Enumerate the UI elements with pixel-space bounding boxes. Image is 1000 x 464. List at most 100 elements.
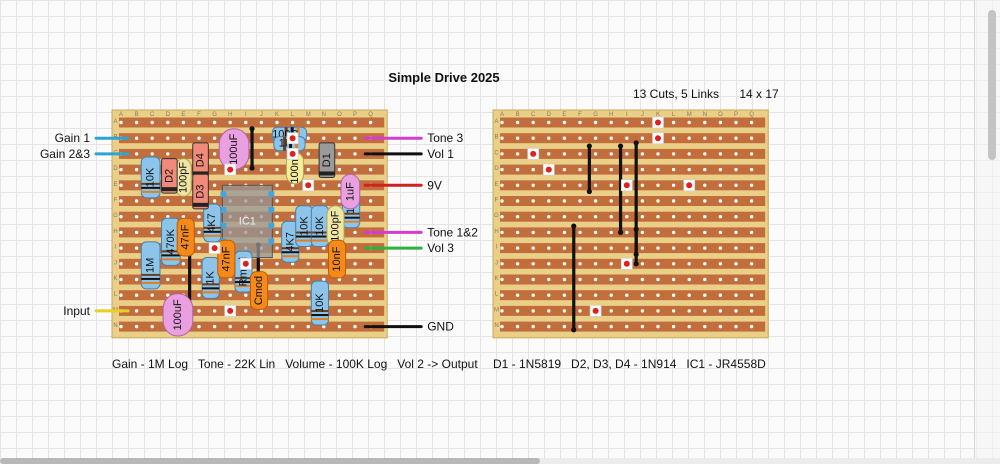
resistor-band <box>234 281 253 284</box>
resistor-label: 10K <box>145 167 157 187</box>
strip-hole <box>593 120 598 125</box>
row-label-l: L <box>495 292 499 298</box>
resistor-band <box>202 283 220 286</box>
box-capacitor-label: 47nF <box>220 246 232 271</box>
strip-hole <box>640 120 645 125</box>
row-label-i: I <box>115 245 117 251</box>
strip-hole <box>609 120 613 125</box>
strip-hole <box>212 152 217 156</box>
strip-hole <box>640 167 645 172</box>
column-label-n: N <box>322 112 326 118</box>
strip-hole <box>290 215 295 219</box>
strip-hole <box>749 120 754 125</box>
strip-hole <box>197 293 201 297</box>
strip-hole <box>562 262 567 266</box>
strip-hole <box>656 215 660 219</box>
strip-hole <box>212 136 217 140</box>
strip-hole <box>547 199 551 203</box>
strip-hole <box>625 167 629 172</box>
offboard-label: Vol 1 <box>427 147 454 161</box>
resistor-band <box>202 287 220 290</box>
resistor: 10K <box>310 205 329 248</box>
strip-hole <box>228 120 232 125</box>
link-end <box>571 223 577 229</box>
strip-hole <box>547 120 551 125</box>
box-capacitor-label: 10nF <box>331 246 343 271</box>
offboard-label: Gain 2&3 <box>40 147 90 161</box>
strip-hole <box>609 152 613 156</box>
link-end <box>249 126 255 132</box>
resistor-band <box>295 231 313 234</box>
strip-hole <box>337 136 342 140</box>
strip-hole <box>353 152 357 156</box>
strip-hole <box>578 152 582 156</box>
strip-hole <box>609 293 613 297</box>
strip-hole <box>656 309 660 313</box>
strip-hole <box>306 167 310 172</box>
strip-hole <box>322 120 326 125</box>
row-label-m: M <box>494 307 499 313</box>
copper-strip <box>119 321 385 332</box>
box-capacitor: Cmod <box>249 271 269 310</box>
strip-hole <box>703 167 707 172</box>
strip-hole <box>687 277 691 282</box>
offboard-label: Gain 1 <box>55 131 91 145</box>
strip-hole <box>150 215 154 219</box>
strip-hole <box>134 199 139 203</box>
strip-hole <box>718 277 723 282</box>
resistor-band <box>283 136 287 151</box>
strip-hole <box>181 215 186 219</box>
horizontal-scrollbar[interactable] <box>0 458 540 464</box>
strip-hole <box>640 136 645 140</box>
offboard-label: Vol 3 <box>427 241 454 255</box>
box-capacitor-label: 47nF <box>180 224 192 249</box>
strip-hole <box>609 246 613 250</box>
link-end <box>617 229 624 235</box>
strip-hole <box>703 230 707 235</box>
strip-hole <box>625 324 629 329</box>
track-cut-mark <box>530 150 537 157</box>
resistor-band <box>295 239 313 242</box>
strip-hole <box>244 293 248 297</box>
strip-hole <box>656 183 660 187</box>
strip-hole <box>578 199 582 203</box>
strip-hole <box>562 120 567 125</box>
strip-hole <box>134 167 139 172</box>
resistor: 10K <box>310 280 329 326</box>
resistor-label: 1K <box>205 271 217 285</box>
resistor-band <box>281 247 299 250</box>
column-label-n: N <box>703 112 707 118</box>
resistor-band <box>342 216 360 219</box>
strip-hole <box>119 230 123 235</box>
electrolytic-capacitor: 1uF <box>340 173 361 210</box>
strip-hole <box>734 120 738 125</box>
strip-hole <box>228 324 232 329</box>
strip-hole <box>703 183 707 187</box>
strip-hole <box>275 199 279 203</box>
strip-hole <box>500 183 504 187</box>
copper-strip <box>500 148 766 159</box>
strip-hole <box>656 246 660 250</box>
strip-hole <box>734 136 738 140</box>
strip-hole <box>734 293 738 297</box>
strip-hole <box>150 136 154 140</box>
row-label-g: G <box>494 213 499 219</box>
strip-hole <box>259 136 264 140</box>
resistor-band <box>234 285 253 288</box>
column-label-e: E <box>562 112 566 118</box>
strip-hole <box>244 167 248 172</box>
strip-hole <box>593 262 598 266</box>
strip-hole <box>656 167 660 172</box>
copper-strip <box>500 133 766 144</box>
column-label-e: E <box>181 112 185 118</box>
strip-hole <box>593 277 598 282</box>
vertical-scrollbar[interactable] <box>988 10 996 160</box>
strip-hole <box>212 309 217 313</box>
column-label-d: D <box>547 112 552 118</box>
strip-hole <box>671 324 676 329</box>
diode-label: D3 <box>195 185 207 199</box>
strip-hole <box>228 277 232 282</box>
column-label-o: O <box>337 112 342 118</box>
strip-hole <box>244 120 248 125</box>
strip-hole <box>322 262 326 266</box>
